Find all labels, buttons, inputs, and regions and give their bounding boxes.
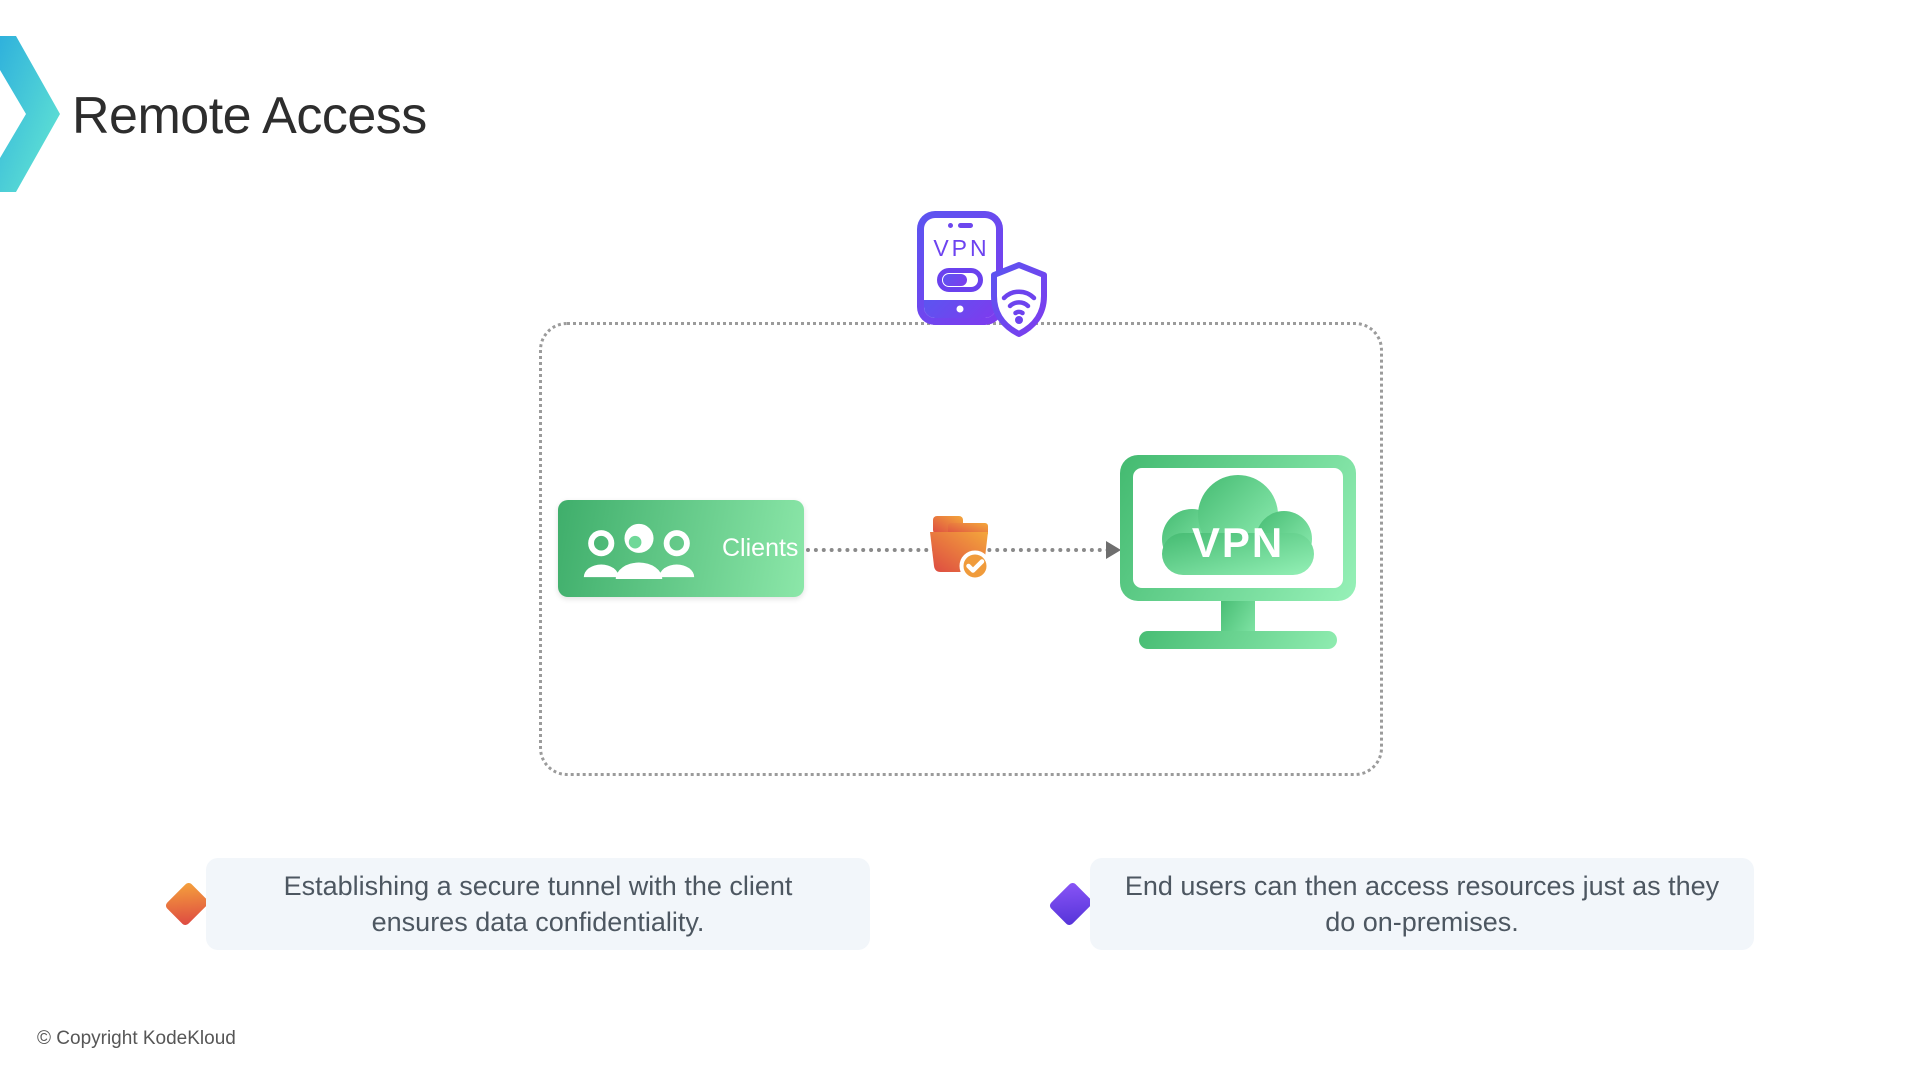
phone-camera-dot — [947, 223, 953, 228]
vpn-toggle-icon — [937, 268, 983, 292]
phone-home-bar — [924, 300, 996, 318]
copyright-text: © Copyright KodeKloud — [37, 1028, 236, 1049]
phone-notch — [924, 223, 996, 228]
phone-body: VPN — [917, 211, 1003, 325]
monitor-neck — [1221, 599, 1255, 633]
monitor-frame: VPN — [1120, 455, 1356, 601]
shield-wifi-icon — [991, 262, 1047, 337]
clients-label: Clients — [722, 534, 799, 562]
callout-secure-tunnel: Establishing a secure tunnel with the cl… — [206, 858, 870, 950]
phone-vpn-label: VPN — [933, 235, 990, 261]
vpn-toggle-knob — [943, 274, 967, 286]
vpn-server-monitor-icon: VPN — [1120, 455, 1356, 651]
secure-folder-icon — [930, 516, 991, 582]
clients-people-icon — [583, 523, 695, 579]
callout-text: End users can then access resources just… — [1124, 870, 1720, 937]
vpn-phone-icon: VPN — [917, 211, 1051, 337]
monitor-vpn-label: VPN — [1192, 519, 1284, 566]
phone-home-dot — [956, 305, 964, 313]
callout-text: Establishing a secure tunnel with the cl… — [283, 870, 793, 937]
phone-screen: VPN — [924, 218, 996, 318]
phone-speaker-pill — [957, 223, 973, 228]
callout-access-resources: End users can then access resources just… — [1090, 858, 1754, 950]
diamond-bullet-purple-icon — [1048, 881, 1094, 927]
vpn-cloud-icon: VPN — [1162, 475, 1314, 575]
connector-arrowhead — [1106, 541, 1121, 559]
monitor-screen: VPN — [1133, 468, 1343, 588]
page-title: Remote Access — [72, 87, 427, 145]
clients-box: Clients — [558, 500, 804, 597]
monitor-base — [1139, 631, 1337, 649]
kodekloud-chevron-logo-icon — [0, 36, 60, 192]
diamond-bullet-orange-icon — [164, 881, 210, 927]
